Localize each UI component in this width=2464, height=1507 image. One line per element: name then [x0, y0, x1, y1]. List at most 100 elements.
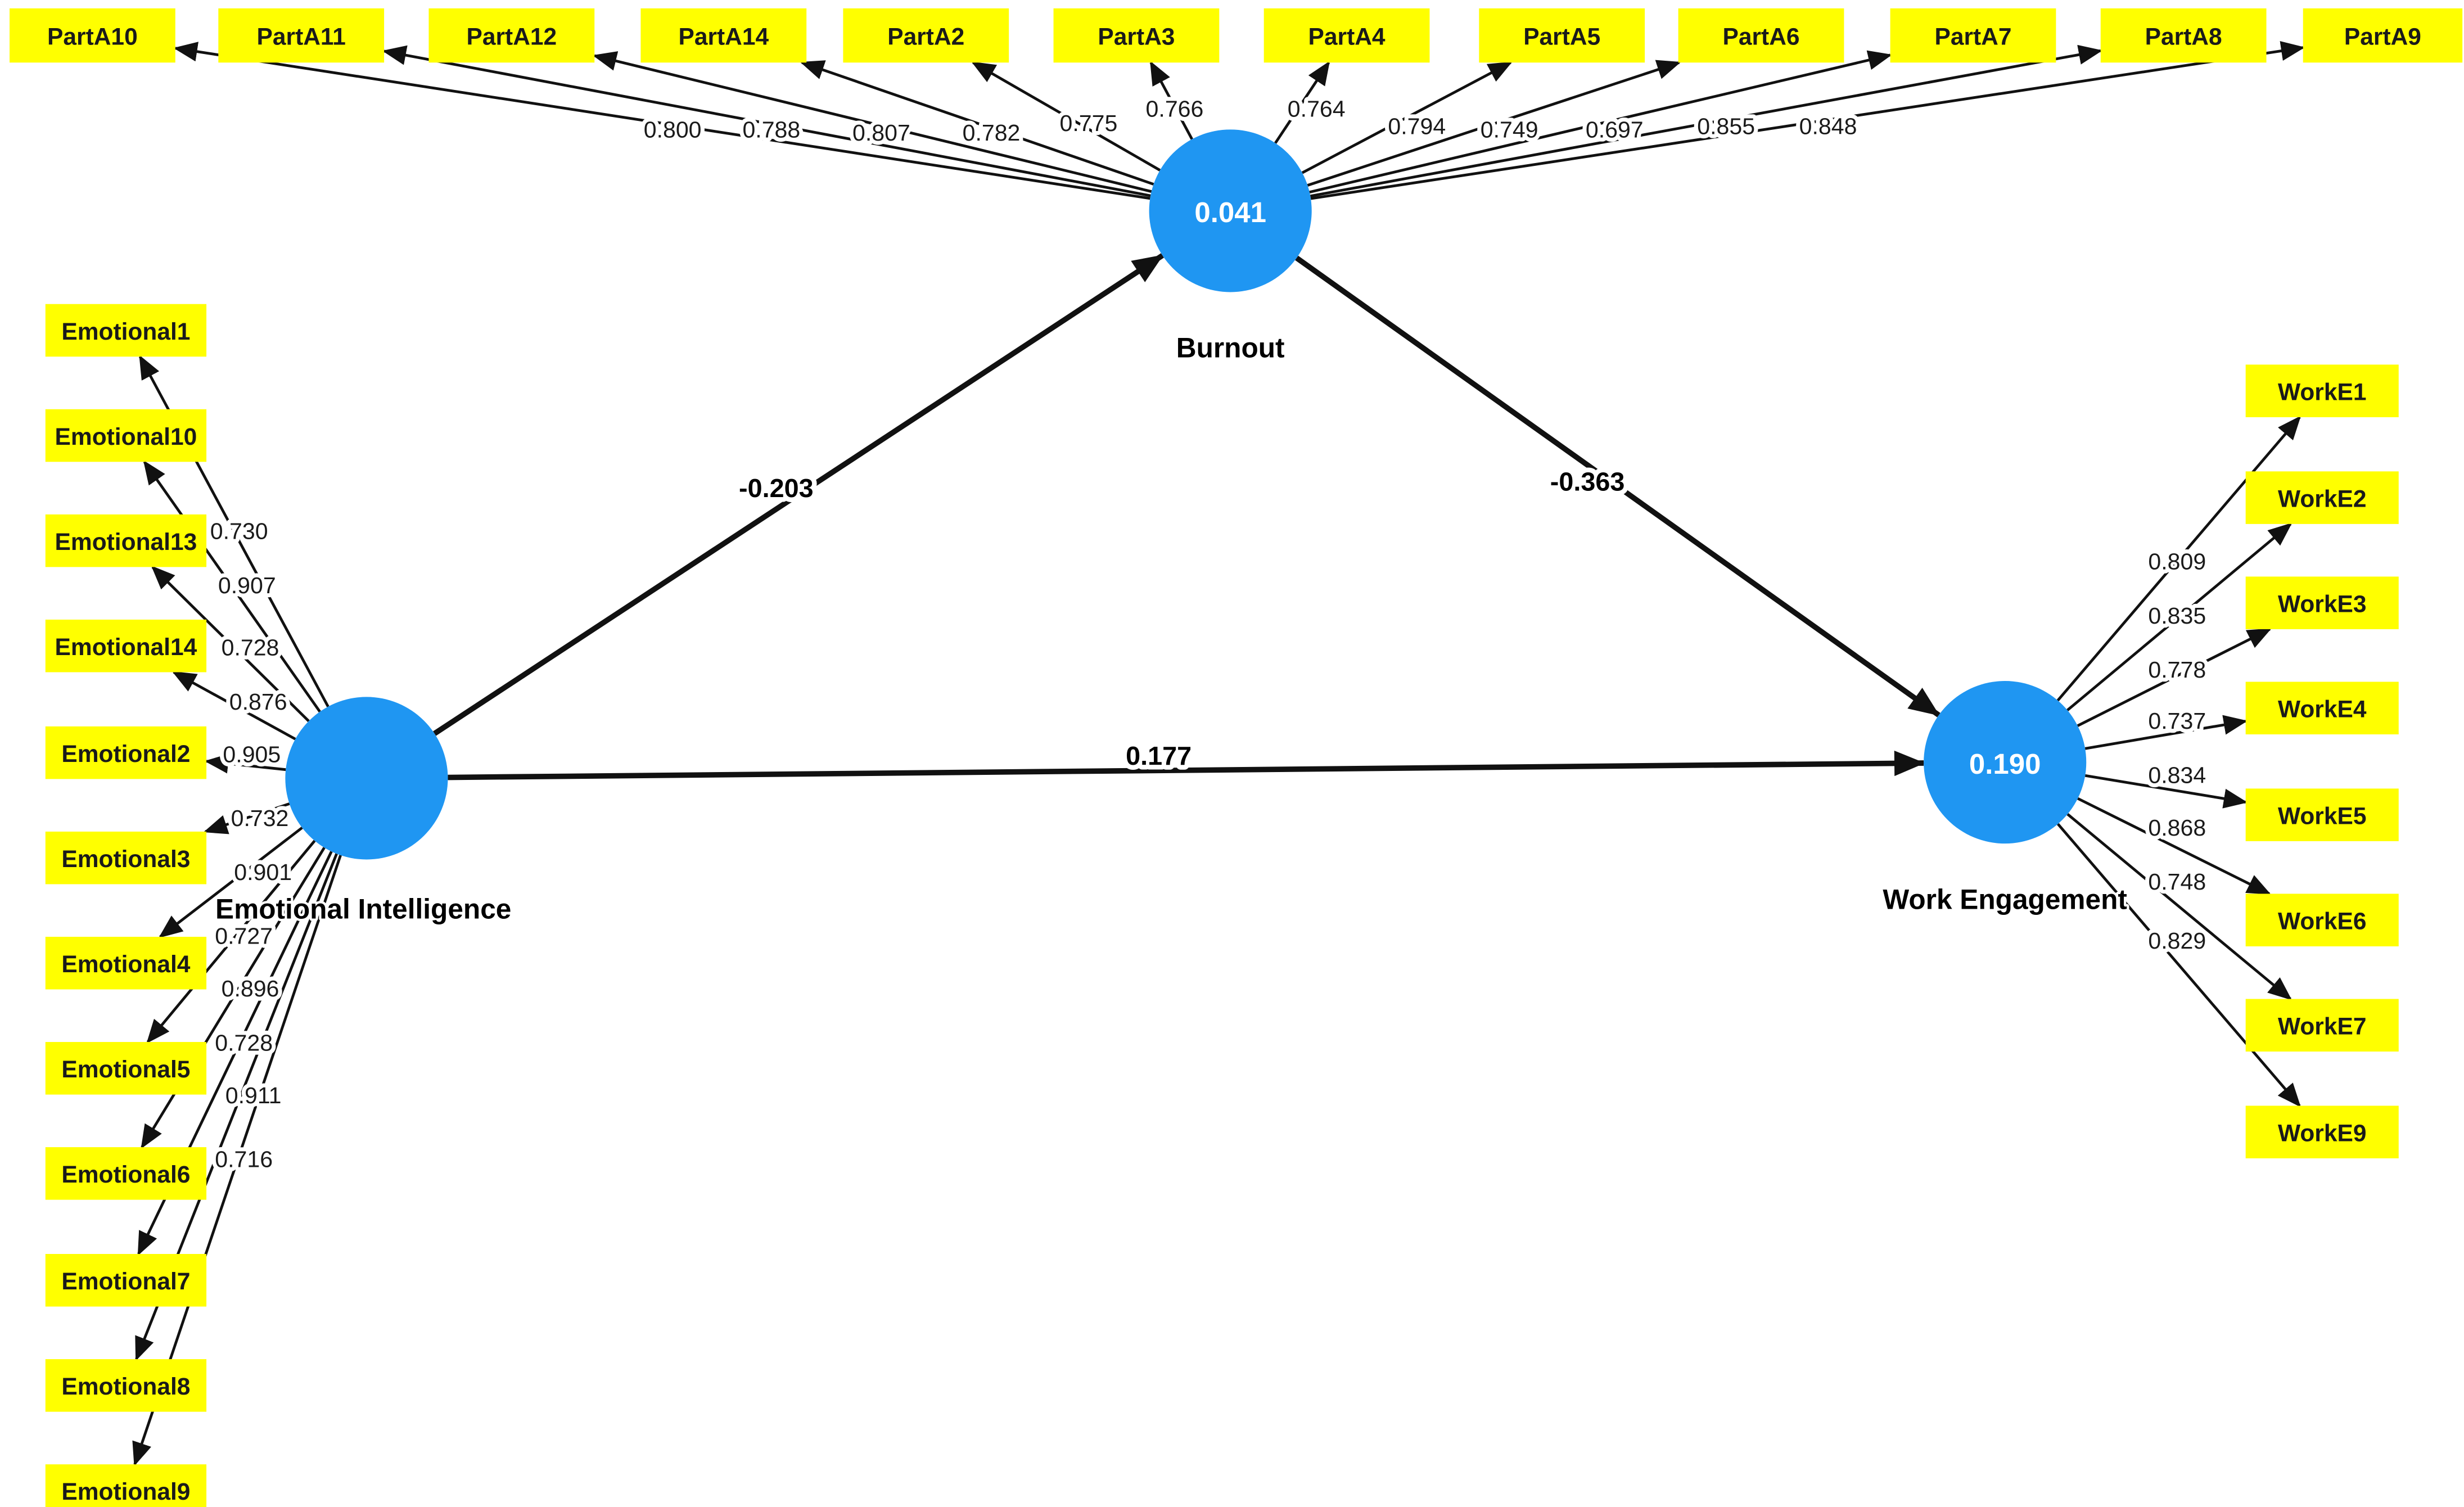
indicator-box[interactable]	[2245, 364, 2399, 417]
indicator-box[interactable]	[2245, 471, 2399, 524]
indicator-box[interactable]	[45, 726, 207, 779]
indicator-label: WorkE7	[2278, 1014, 2366, 1040]
indicator-arrow	[2084, 774, 2248, 809]
loading-value: 0.834	[2148, 762, 2206, 788]
loading-value: 0.697	[1586, 116, 1644, 142]
indicator-label: PartA10	[47, 24, 138, 50]
indicator-label: PartA3	[1098, 24, 1175, 50]
indicator-label: Emotional13	[55, 529, 197, 556]
indicator-label: WorkE9	[2278, 1121, 2366, 1147]
indicator-arrow	[1307, 60, 1681, 187]
indicator-arrow	[2056, 823, 2301, 1108]
latent-node-burnout[interactable]	[1149, 129, 1312, 292]
path-coefficient: -0.363	[1550, 467, 1625, 497]
indicator-arrow	[2077, 628, 2272, 727]
indicator-box[interactable]	[45, 936, 207, 990]
indicator-box[interactable]	[2100, 8, 2267, 63]
indicator-box[interactable]	[2245, 894, 2399, 946]
indicator-box[interactable]	[1678, 8, 1844, 63]
indicator-label: PartA6	[1723, 24, 1800, 50]
indicator-label: Emotional14	[55, 634, 197, 661]
loading-value: 0.907	[218, 572, 276, 598]
loading-value: 0.766	[1146, 96, 1204, 121]
loading-value: 0.868	[2148, 815, 2206, 841]
structural-path-arrow	[1295, 255, 1940, 718]
indicator-box[interactable]	[2245, 682, 2399, 734]
indicator-arrow	[2066, 813, 2292, 1000]
indicator-box[interactable]	[2245, 999, 2399, 1052]
indicator-label: WorkE5	[2278, 803, 2366, 829]
indicator-box[interactable]	[1479, 8, 1645, 63]
indicator-arrow	[204, 754, 286, 774]
indicator-label: PartA9	[2344, 24, 2421, 50]
indicator-box[interactable]	[45, 409, 207, 462]
indicator-box[interactable]	[45, 1147, 207, 1200]
indicator-arrow	[971, 61, 1161, 172]
latent-label: Work Engagement	[1883, 883, 2127, 915]
structural-path-arrow	[433, 253, 1164, 736]
loading-value: 0.835	[2148, 603, 2206, 629]
indicator-label: PartA8	[2145, 24, 2222, 50]
loading-value: 0.764	[1288, 96, 1346, 121]
indicator-arrow	[146, 840, 316, 1044]
indicator-label: Emotional5	[61, 1057, 190, 1083]
loading-value: 0.800	[644, 116, 702, 142]
indicator-box[interactable]	[45, 1464, 207, 1507]
indicator-arrow	[2066, 522, 2292, 711]
indicator-label: PartA12	[467, 24, 557, 50]
indicator-label: PartA5	[1523, 24, 1600, 50]
loading-value: 0.732	[231, 805, 289, 831]
indicator-box[interactable]	[45, 514, 207, 567]
loading-value: 0.728	[215, 1030, 273, 1055]
indicator-arrow	[592, 51, 1152, 193]
loading-value: 0.749	[1481, 116, 1538, 142]
indicator-arrow	[2056, 416, 2301, 702]
indicator-arrow	[141, 847, 326, 1149]
indicator-label: PartA14	[678, 24, 769, 50]
indicator-box[interactable]	[218, 8, 385, 63]
indicator-arrow	[203, 802, 290, 834]
indicator-box[interactable]	[45, 1042, 207, 1095]
indicator-box[interactable]	[45, 304, 207, 357]
indicator-box[interactable]	[1263, 8, 1430, 63]
indicator-arrow	[151, 565, 310, 723]
latent-node-emotional_intelligence[interactable]	[285, 697, 448, 860]
indicator-label: Emotional1	[61, 319, 190, 345]
indicator-box[interactable]	[1890, 8, 2056, 63]
loading-value: 0.896	[222, 976, 279, 1001]
indicator-box[interactable]	[45, 619, 207, 673]
indicator-box[interactable]	[2245, 576, 2399, 629]
indicator-label: PartA11	[257, 24, 346, 50]
indicator-arrow	[1310, 44, 2103, 198]
loading-value: 0.727	[215, 923, 273, 949]
loading-value: 0.876	[229, 689, 287, 715]
indicator-arrow	[1301, 61, 1513, 174]
indicator-arrow	[173, 42, 1150, 200]
indicator-arrow	[2077, 797, 2271, 895]
loading-value: 0.737	[2148, 708, 2206, 734]
indicator-box[interactable]	[640, 8, 807, 63]
loading-value: 0.807	[852, 120, 910, 146]
indicator-arrow	[172, 671, 296, 741]
indicator-box[interactable]	[428, 8, 595, 63]
loading-value: 0.778	[2148, 657, 2206, 683]
indicator-label: Emotional8	[61, 1374, 190, 1400]
indicator-box[interactable]	[45, 1254, 207, 1307]
indicator-box[interactable]	[843, 8, 1009, 63]
indicator-label: Emotional10	[55, 424, 197, 450]
latent-node-work_engagement[interactable]	[1924, 681, 2087, 844]
indicator-box[interactable]	[10, 8, 175, 63]
indicator-box[interactable]	[2245, 788, 2399, 841]
latent-r2-value: 0.190	[1969, 748, 2041, 780]
indicator-box[interactable]	[45, 1359, 207, 1412]
indicator-box[interactable]	[1053, 8, 1220, 63]
indicator-box[interactable]	[2303, 8, 2463, 63]
latent-label: Burnout	[1176, 332, 1285, 364]
indicator-arrow	[382, 45, 1151, 197]
indicator-box[interactable]	[45, 831, 207, 885]
loading-value: 0.716	[215, 1146, 273, 1172]
loading-value: 0.901	[234, 859, 292, 885]
indicator-label: WorkE1	[2278, 380, 2366, 406]
indicator-box[interactable]	[2245, 1106, 2399, 1158]
